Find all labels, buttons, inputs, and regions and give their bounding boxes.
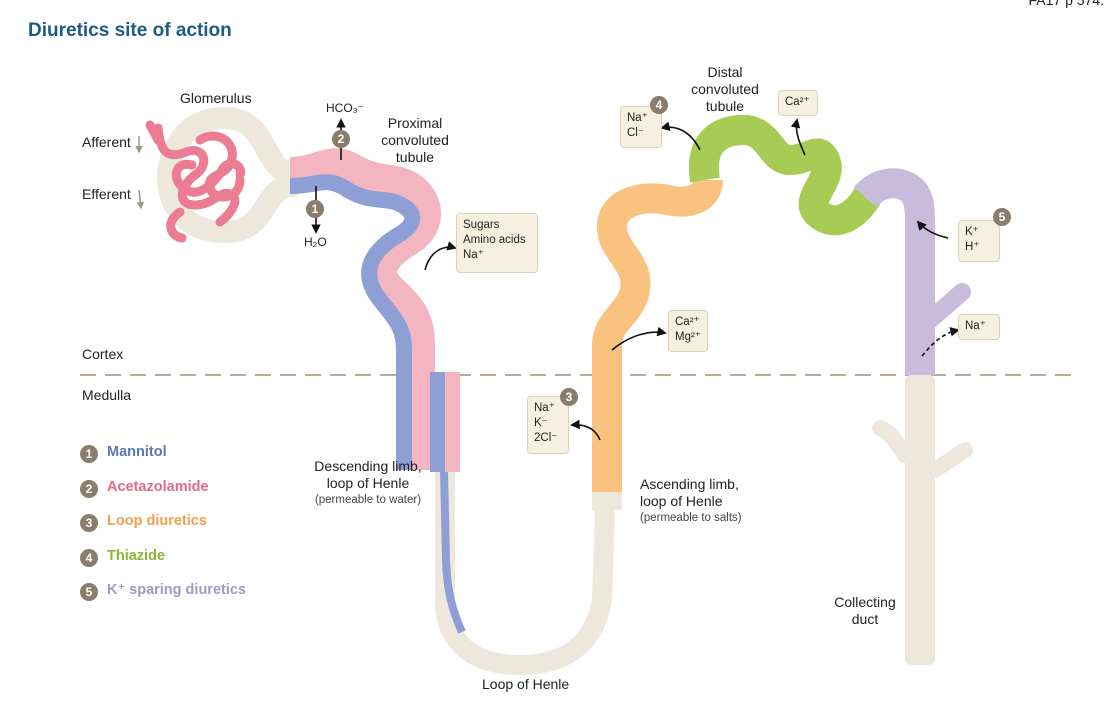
bowmans-capsule: [156, 106, 303, 244]
marker-5: 5: [993, 208, 1011, 226]
hco3-label: HCO₃⁻: [326, 101, 364, 115]
na-cl-box: Na⁺Cl⁻: [620, 106, 662, 148]
k-h-box: K⁺H⁺: [958, 220, 1000, 262]
pct-blue: [289, 174, 421, 470]
medulla-label: Medulla: [82, 387, 132, 403]
dct-green: [688, 115, 882, 236]
h2o-label: H₂O: [304, 235, 327, 249]
legend-number: 5: [80, 583, 98, 601]
efferent-arrow: [136, 189, 145, 210]
dct-ca-box: Ca²⁺: [778, 90, 818, 116]
glomerulus-tuft: [153, 123, 246, 243]
descending-thin-blue: [440, 469, 466, 634]
afferent-label: Afferent: [82, 134, 131, 150]
descending-limb-label: Descending limb,loop of Henle (permeable…: [314, 458, 422, 506]
descending-thin-limb: [435, 470, 615, 676]
diagram-title: Diuretics site of action: [28, 20, 232, 41]
connecting-tubule: [853, 168, 935, 375]
legend-number: 3: [80, 514, 98, 532]
legend-label: Mannitol: [107, 444, 167, 460]
enac-arrow: [916, 220, 949, 239]
cd-na-arrow: [921, 327, 960, 357]
legend-number: 1: [80, 445, 98, 463]
legend-number: 2: [80, 479, 98, 498]
asc-camg-arrow: [611, 326, 667, 351]
legend-label: Thiazide: [107, 547, 166, 564]
efferent-label: Efferent: [82, 186, 131, 202]
ascending-limb-label: Ascending limb,loop of Henle (permeable …: [640, 476, 742, 524]
ncc-arrow: [660, 121, 701, 151]
page-reference: FA17 p 574.: [1028, 0, 1104, 8]
legend-label: Acetazolamide: [107, 478, 209, 495]
dct-ca-arrow: [790, 118, 806, 156]
glomerulus-label: Glomerulus: [180, 90, 252, 106]
cd-branch-left: [872, 420, 913, 463]
marker-3: 3: [560, 388, 578, 406]
legend-label: Loop diuretics: [107, 513, 207, 529]
marker-1: 1: [306, 200, 324, 218]
cd-na-box: Na⁺: [958, 314, 1000, 340]
legend-number: 4: [80, 548, 98, 567]
collecting-duct: [905, 375, 935, 665]
nkcc-arrow: [570, 419, 601, 441]
ca-mg-box: Ca²⁺Mg²⁺: [668, 310, 708, 352]
cd-branch-upper: [921, 283, 971, 329]
nkcc-ions-box: Na⁺K⁻2Cl⁻: [527, 396, 569, 454]
marker-2: 2: [332, 130, 350, 148]
legend-label: K⁺ sparing diuretics: [107, 582, 246, 598]
ascending-thick-limb: [592, 178, 723, 510]
cortex-label: Cortex: [82, 346, 124, 362]
cd-branch-right: [927, 442, 973, 478]
marker-4: 4: [650, 96, 668, 114]
loop-of-henle-label: Loop of Henle: [482, 676, 570, 692]
pct-reabsorb-arrow: [424, 241, 457, 271]
pct-pink: [289, 148, 441, 470]
